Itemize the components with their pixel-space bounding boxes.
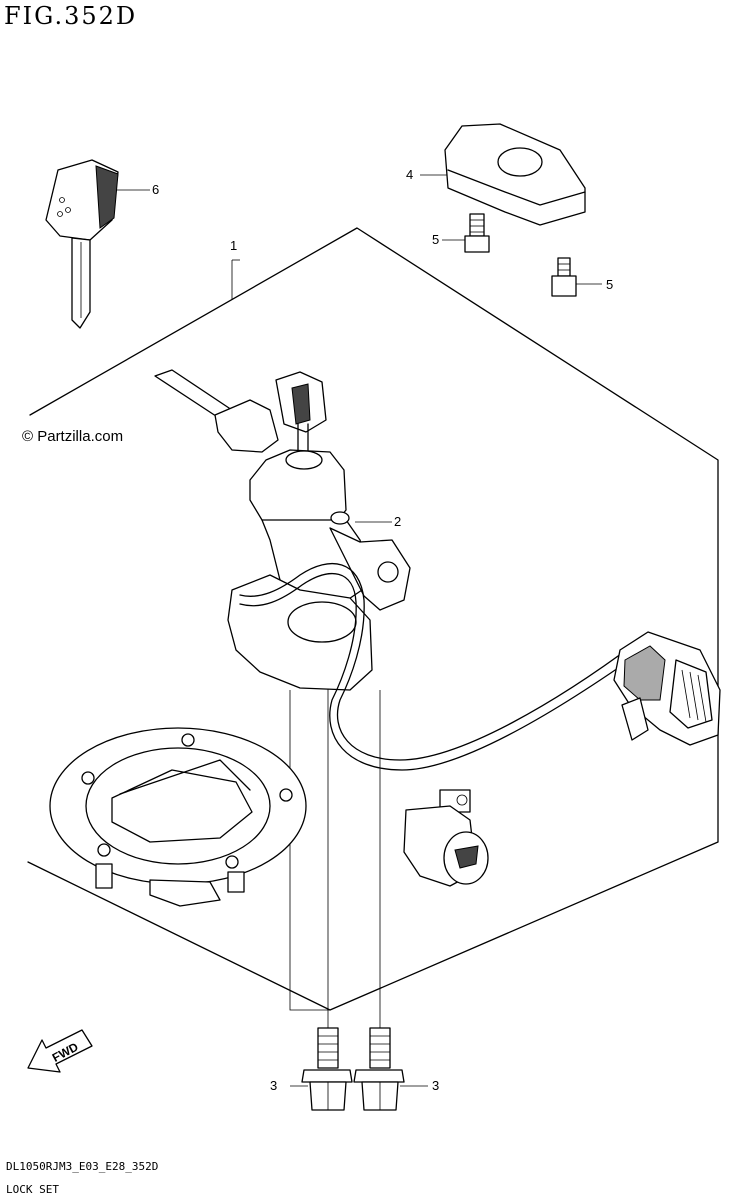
bolt-right bbox=[353, 1027, 405, 1111]
ignition-switch bbox=[227, 449, 411, 691]
lock-set-outline bbox=[27, 227, 719, 1011]
ignition-key bbox=[154, 369, 327, 471]
callout-2[interactable]: 2 bbox=[394, 514, 402, 529]
diagram-caption: LOCK SET bbox=[6, 1183, 59, 1196]
cover-screw-right bbox=[551, 257, 577, 297]
callout-6[interactable]: 6 bbox=[152, 182, 160, 197]
cover-part bbox=[444, 123, 586, 226]
key-part bbox=[45, 159, 119, 329]
model-code: DL1050RJM3_E03_E28_352D bbox=[6, 1160, 159, 1173]
callout-5-right[interactable]: 5 bbox=[606, 277, 614, 292]
callout-5-top[interactable]: 5 bbox=[432, 232, 440, 247]
watermark: © Partzilla.com bbox=[22, 428, 124, 445]
harness-connector bbox=[613, 631, 721, 746]
wire-harness bbox=[239, 562, 645, 771]
seat-lock bbox=[403, 789, 489, 887]
figure-title: FIG.352D bbox=[4, 2, 138, 30]
callout-1[interactable]: 1 bbox=[230, 238, 238, 253]
fuel-cap bbox=[49, 727, 307, 907]
fwd-arrow: FWD bbox=[27, 1029, 93, 1073]
callout-4[interactable]: 4 bbox=[406, 167, 414, 182]
bolt-left bbox=[301, 1027, 353, 1111]
callout-3-left[interactable]: 3 bbox=[270, 1078, 278, 1093]
callout-3-right[interactable]: 3 bbox=[432, 1078, 440, 1093]
cover-screw-top bbox=[464, 213, 490, 253]
